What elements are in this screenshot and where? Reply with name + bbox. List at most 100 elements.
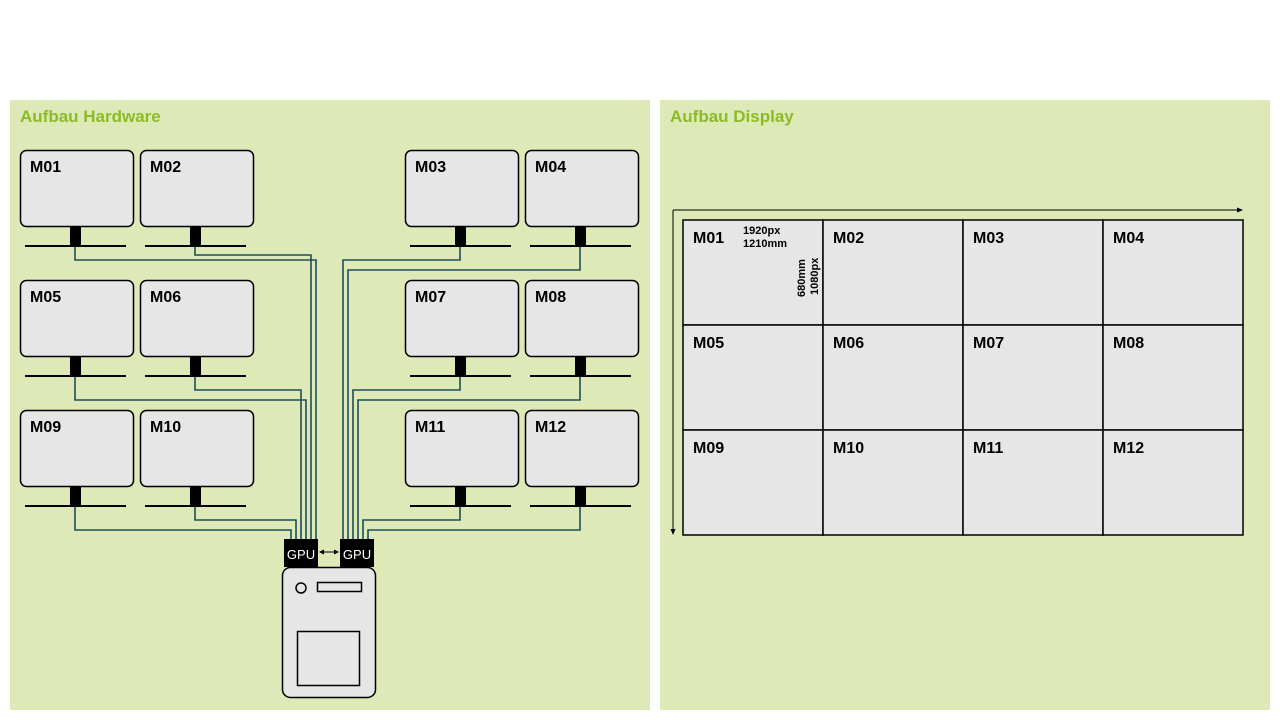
gpu-link-arrow-left — [319, 549, 324, 555]
monitor-label: M11 — [415, 419, 445, 436]
gpu-card-left — [284, 539, 318, 567]
width-mm-label: 1210mm — [743, 238, 787, 250]
cable-line — [74, 246, 317, 540]
display-cell-box — [682, 324, 824, 431]
monitor-label: M04 — [535, 159, 566, 176]
monitor-screen — [524, 409, 640, 488]
cable-line — [74, 376, 307, 540]
monitor-label: M01 — [30, 159, 61, 176]
monitor-screen — [404, 279, 520, 358]
pc-case — [281, 566, 377, 699]
cables — [74, 246, 581, 540]
monitor-stand — [455, 487, 466, 505]
monitor-stand — [455, 227, 466, 245]
monitor-label: M10 — [150, 419, 181, 436]
monitor-label: M05 — [30, 289, 61, 306]
height-mm-label: 680mm — [796, 259, 808, 297]
monitor-screen — [524, 149, 640, 228]
monitor-stand — [455, 357, 466, 375]
cable-line — [352, 376, 461, 540]
display-cell-box — [1102, 324, 1244, 431]
monitor-m12: M12 — [524, 409, 640, 507]
display-cell-label: M01 — [693, 230, 724, 247]
display-cell-label: M07 — [973, 335, 1004, 352]
monitor-stand — [70, 227, 81, 245]
display-cell-box — [822, 219, 964, 326]
display-cell-box — [1102, 219, 1244, 326]
cable-line — [74, 506, 292, 540]
display-panel-title: Aufbau Display — [670, 107, 794, 126]
power-button-icon — [295, 582, 307, 594]
display-cell-box — [822, 324, 964, 431]
display-cell-m09: M09 — [682, 429, 824, 536]
monitor-stand — [575, 357, 586, 375]
monitor-m08: M08 — [524, 279, 640, 377]
display-cell-label: M02 — [833, 230, 864, 247]
monitor-m05: M05 — [19, 279, 135, 377]
display-cell-m05: M05 — [682, 324, 824, 431]
gpu-label-right: GPU — [343, 547, 371, 562]
monitor-m09: M09 — [19, 409, 135, 507]
monitor-stand — [190, 227, 201, 245]
monitor-label: M02 — [150, 159, 181, 176]
cable-line — [342, 246, 461, 540]
gpu-link-arrow-right — [334, 549, 339, 555]
display-cell-m07: M07 — [962, 324, 1104, 431]
height-px-label: 1080px — [809, 257, 821, 295]
monitor-m11: M11 — [404, 409, 520, 507]
monitor-screen — [524, 279, 640, 358]
display-cell-box — [962, 429, 1104, 536]
pc-panel — [296, 630, 361, 687]
display-cell-box — [962, 219, 1104, 326]
monitor-screen — [19, 279, 135, 358]
display-cell-m04: M04 — [1102, 219, 1244, 326]
display-cell-label: M10 — [833, 440, 864, 457]
display-cell-label: M04 — [1113, 230, 1144, 247]
monitor-m10: M10 — [139, 409, 255, 507]
display-cell-m03: M03 — [962, 219, 1104, 326]
gpu-group: GPU GPU — [284, 539, 374, 567]
x-axis-arrowhead — [1237, 207, 1243, 213]
monitor-label: M09 — [30, 419, 61, 436]
monitor-label: M07 — [415, 289, 446, 306]
display-cell-label: M11 — [973, 440, 1003, 457]
monitor-m07: M07 — [404, 279, 520, 377]
monitor-stand — [70, 357, 81, 375]
cable-line — [347, 246, 581, 540]
width-px-label: 1920px — [743, 225, 781, 237]
monitor-m01: M01 — [19, 149, 135, 247]
display-cell-m12: M12 — [1102, 429, 1244, 536]
display-cell-label: M09 — [693, 440, 724, 457]
gpu-label-left: GPU — [287, 547, 315, 562]
monitor-label: M06 — [150, 289, 181, 306]
hardware-panel-title: Aufbau Hardware — [20, 107, 161, 126]
monitor-screen — [139, 279, 255, 358]
cable-line — [367, 506, 581, 540]
monitor-m04: M04 — [524, 149, 640, 247]
monitor-stand — [575, 227, 586, 245]
monitor-stand — [190, 487, 201, 505]
monitor-screen — [19, 409, 135, 488]
display-cell-m08: M08 — [1102, 324, 1244, 431]
cable-line — [362, 506, 461, 540]
cable-line — [194, 506, 297, 540]
monitor-label: M08 — [535, 289, 566, 306]
drive-bay-icon — [316, 581, 363, 593]
monitor-m02: M02 — [139, 149, 255, 247]
display-cell-label: M12 — [1113, 440, 1144, 457]
display-cell-box — [1102, 429, 1244, 536]
monitor-screen — [404, 409, 520, 488]
pc-tower — [281, 566, 377, 699]
monitor-stand — [190, 357, 201, 375]
display-cell-label: M03 — [973, 230, 1004, 247]
cable-line — [357, 376, 581, 540]
display-cell-box — [962, 324, 1104, 431]
monitor-screen — [404, 149, 520, 228]
gpu-card-right — [340, 539, 374, 567]
display-cell-m10: M10 — [822, 429, 964, 536]
display-cell-label: M08 — [1113, 335, 1144, 352]
cable-line — [194, 246, 312, 540]
